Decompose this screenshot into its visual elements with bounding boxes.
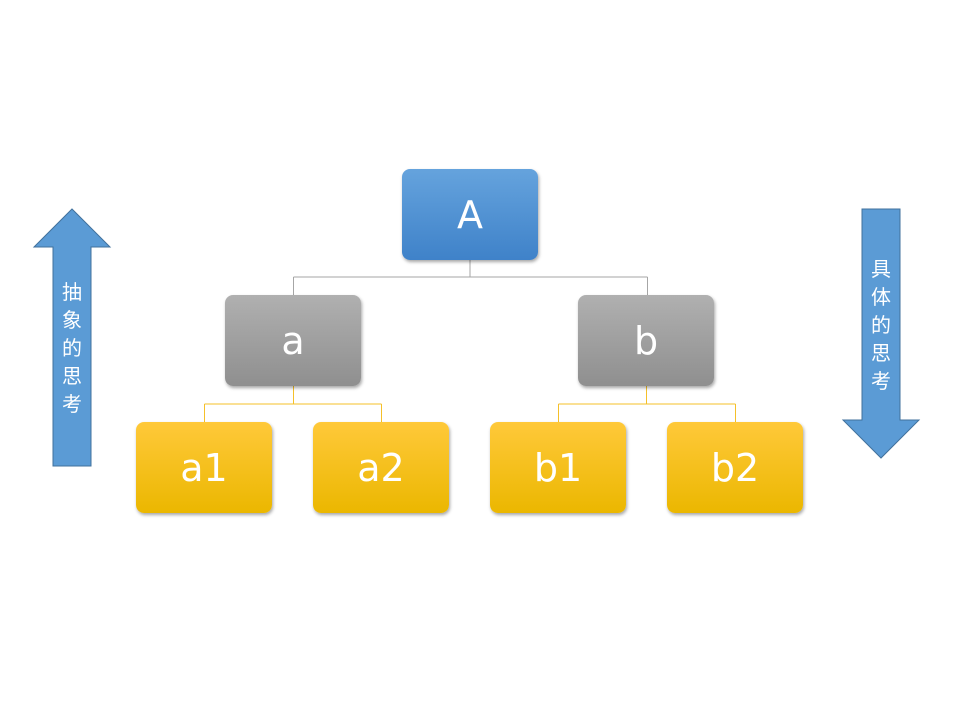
up-arrow (32, 208, 112, 467)
node-a1: a1 (136, 422, 272, 513)
down-arrow-label: 具体的思考 (871, 257, 891, 393)
node-a: a (225, 295, 361, 386)
node-b: b (578, 295, 714, 386)
node-b2: b2 (667, 422, 803, 513)
gray-connectors (293, 260, 648, 295)
yellow-connectors (204, 386, 736, 422)
node-b1: b1 (490, 422, 626, 513)
down-arrow (841, 208, 921, 459)
up-arrow-label: 抽象的思考 (62, 280, 82, 416)
node-root: A (402, 169, 538, 260)
node-a2: a2 (313, 422, 449, 513)
